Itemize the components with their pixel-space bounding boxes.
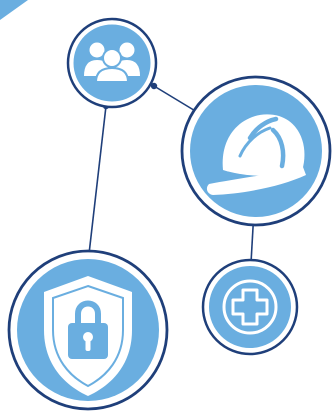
hard-hat-icon — [206, 114, 306, 195]
team-icon — [84, 42, 140, 83]
medical-cross-icon — [222, 279, 278, 335]
node-team — [66, 17, 158, 109]
link-team-security — [88, 105, 107, 255]
node-safety-helmet — [180, 75, 332, 227]
dot — [150, 82, 158, 90]
corner-accent — [0, 0, 28, 20]
shield-lock-icon — [44, 276, 132, 396]
node-medical — [201, 258, 299, 356]
node-security — [7, 249, 169, 411]
link-team-helmet — [153, 85, 198, 113]
